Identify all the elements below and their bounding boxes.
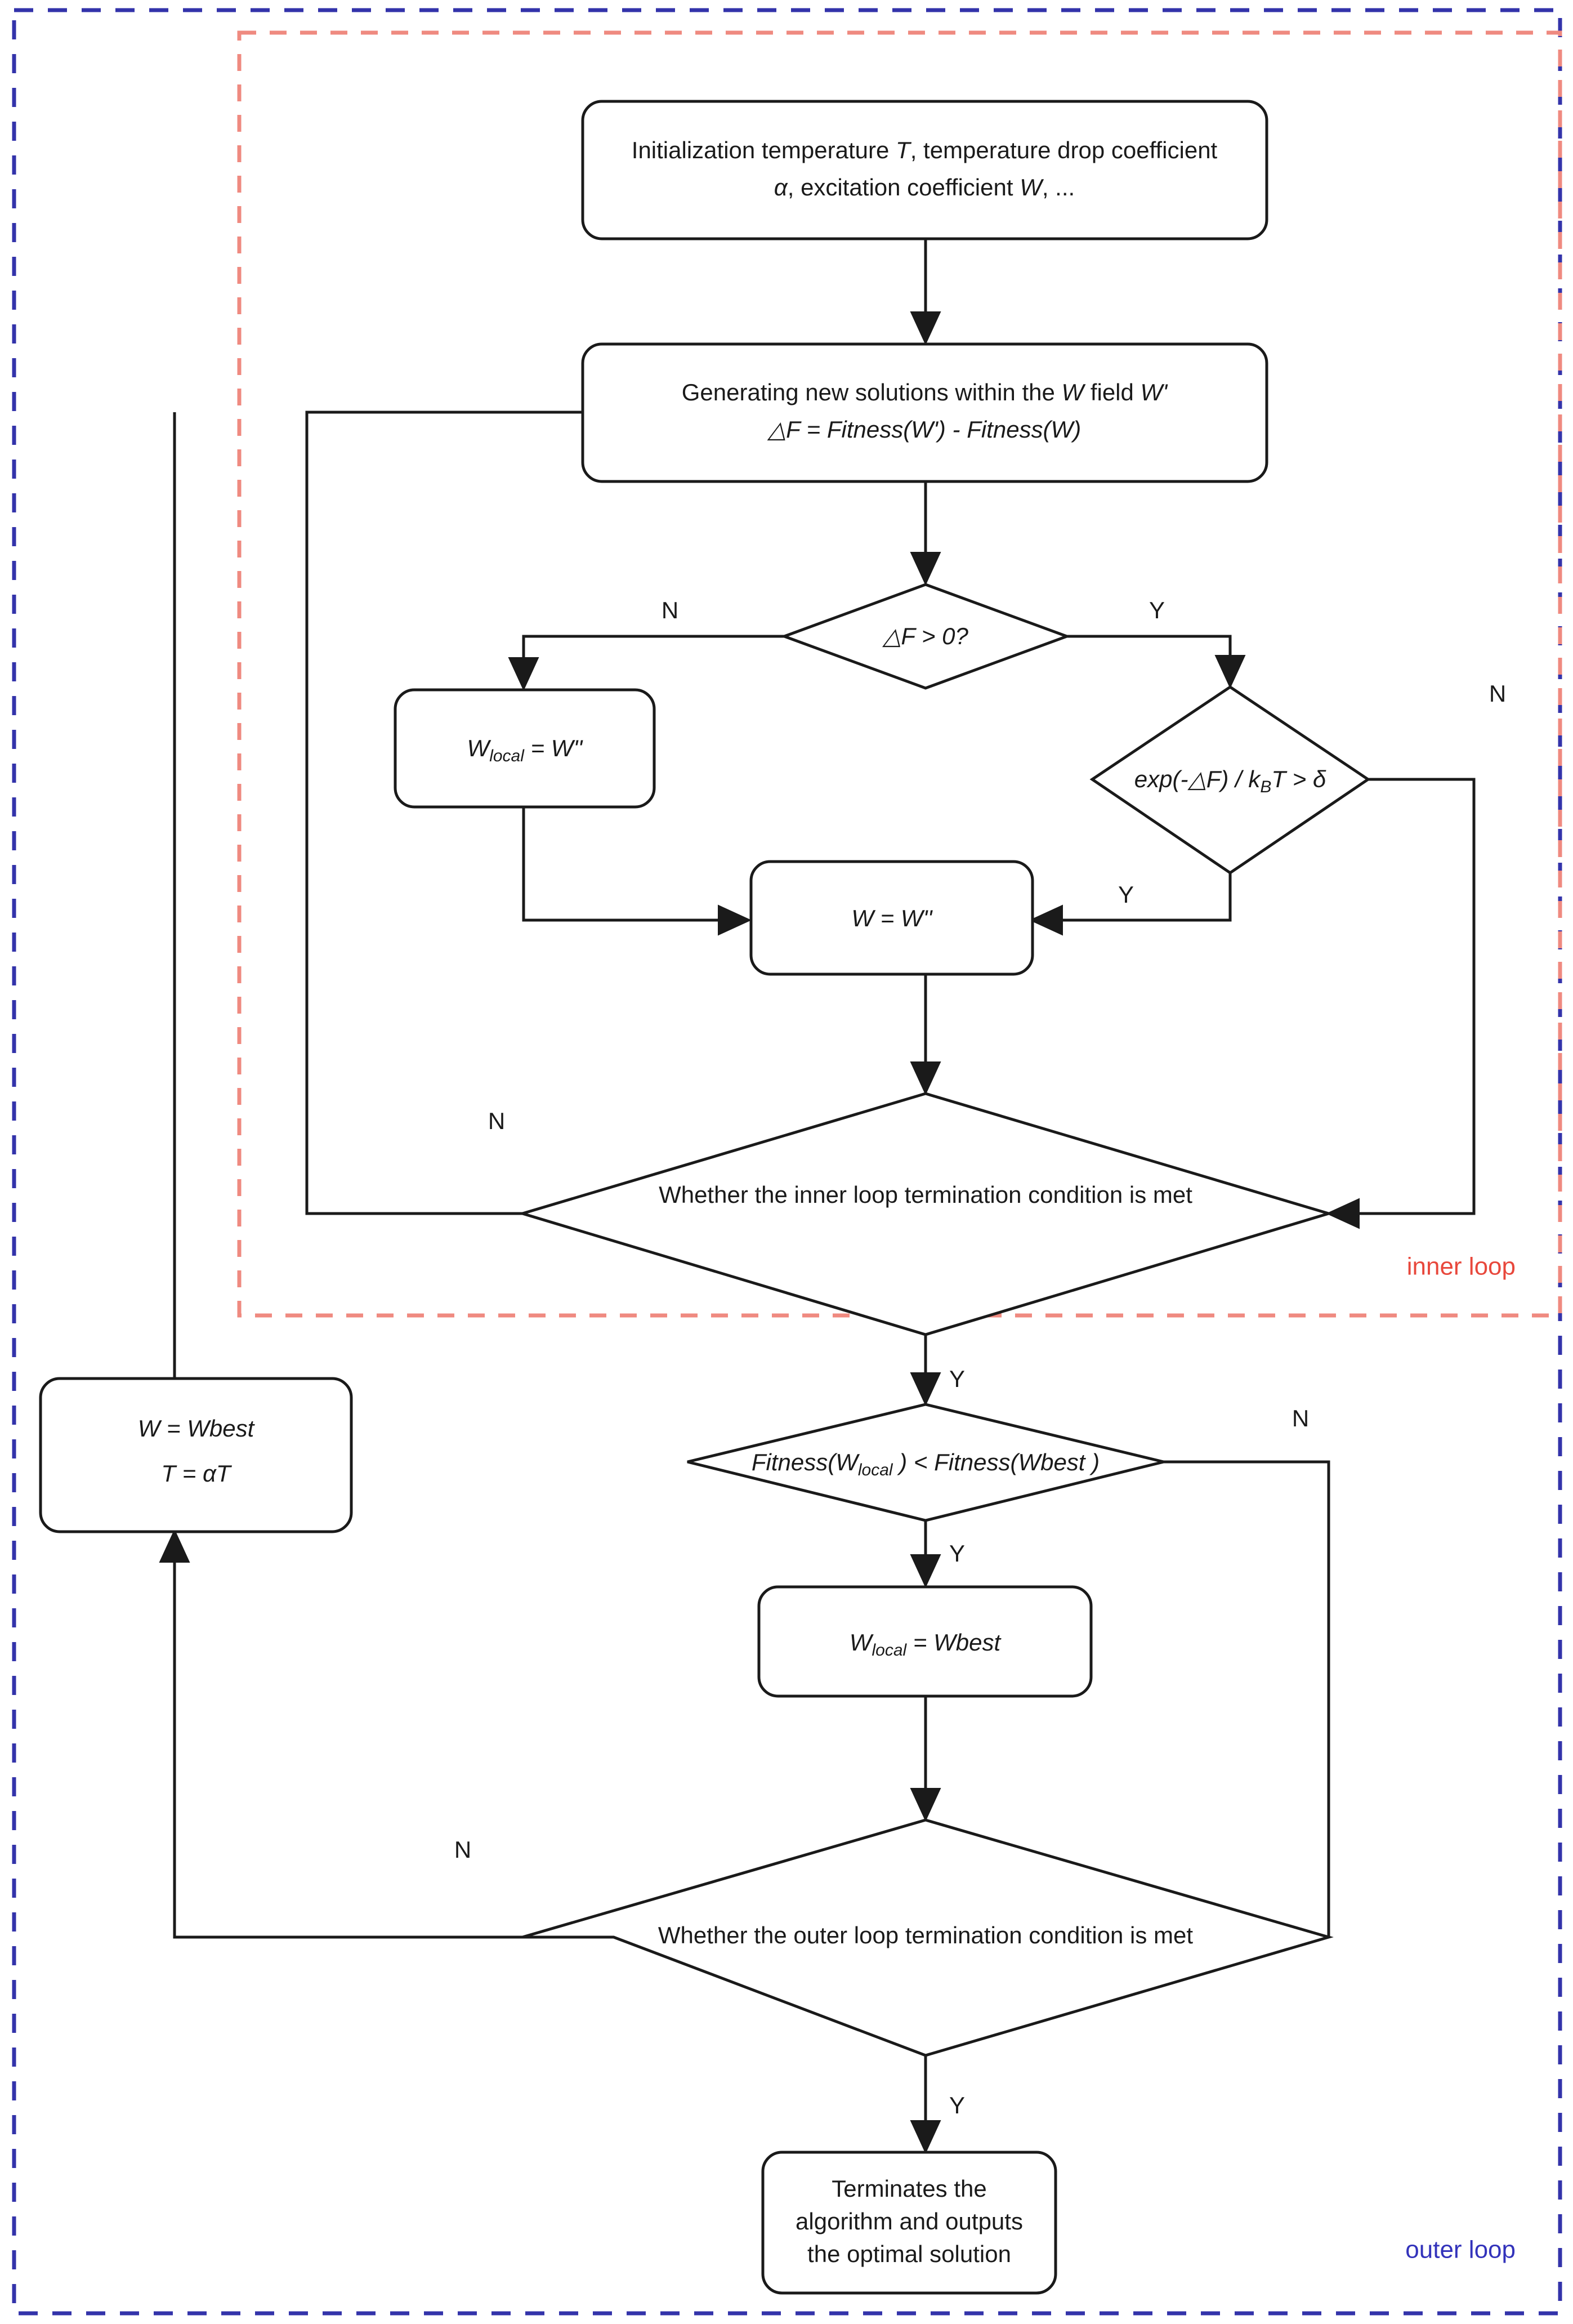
- svg-text:W = W'': W = W'': [851, 905, 933, 931]
- svg-text:△F = Fitness(W') - Fitness(W): △F = Fitness(W') - Fitness(W): [767, 416, 1081, 443]
- edge-label-df-yes: Y: [1149, 597, 1165, 623]
- edge-fitness-no-to-outerterm: [1164, 1460, 1330, 1937]
- svg-text:T = αT: T = αT: [161, 1460, 232, 1487]
- node-outer-termination[interactable]: Whether the outer loop termination condi…: [522, 1818, 1334, 2057]
- edge-outerterm-no-to-update: [159, 1529, 614, 1939]
- edge-label-fitness-no: N: [1292, 1405, 1309, 1431]
- node-wlocal-assign[interactable]: Wlocal = W'': [394, 688, 656, 809]
- edge-label-inner-no: N: [488, 1108, 505, 1134]
- edge-label-exp-no: N: [1489, 680, 1506, 707]
- inner-loop-label: inner loop: [1407, 1253, 1516, 1281]
- edge-label-exp-yes: Y: [1118, 881, 1134, 908]
- svg-text:△F > 0?: △F > 0?: [882, 623, 968, 649]
- svg-text:Generating new solutions withi: Generating new solutions within the W fi…: [682, 379, 1168, 405]
- edge-innerterm-no-to-generate: [305, 396, 799, 1215]
- svg-text:W = Wbest: W = Wbest: [138, 1415, 256, 1442]
- node-inner-termination[interactable]: Whether the inner loop termination condi…: [517, 1092, 1334, 1336]
- svg-text:the optimal solution: the optimal solution: [807, 2241, 1011, 2267]
- svg-text:Wlocal = Wbest: Wlocal = Wbest: [850, 1629, 1002, 1660]
- svg-text:algorithm and outputs: algorithm and outputs: [796, 2208, 1023, 2234]
- edge-exp-no-to-innerterm: [1326, 778, 1476, 1229]
- node-wlocal-best[interactable]: Wlocal = Wbest: [757, 1585, 1093, 1698]
- edge-label-outer-yes: Y: [949, 2092, 965, 2118]
- svg-text:exp(-△F) / kBT > δ: exp(-△F) / kBT > δ: [1134, 766, 1326, 796]
- edge-wlocal-to-wassign: [522, 806, 752, 936]
- edge-df-no-to-wlocal: [508, 635, 784, 691]
- node-fitness-compare[interactable]: Fitness(Wlocal ) < Fitness(Wbest ): [687, 1403, 1164, 1522]
- node-exp-decision[interactable]: exp(-△F) / kBT > δ: [1089, 685, 1371, 875]
- node-generate[interactable]: Generating new solutions within the W fi…: [581, 342, 1268, 483]
- svg-text:Wlocal = W'': Wlocal = W'': [467, 735, 584, 765]
- node-terminate[interactable]: Terminates the algorithm and outputs the…: [761, 2151, 1057, 2295]
- node-df-decision[interactable]: △F > 0?: [780, 583, 1071, 690]
- outer-loop-label: outer loop: [1405, 2236, 1516, 2264]
- edge-label-fitness-yes: Y: [949, 1540, 965, 1567]
- node-w-assign[interactable]: W = W'': [749, 860, 1034, 976]
- svg-text:Fitness(Wlocal ) < Fitness(Wbe: Fitness(Wlocal ) < Fitness(Wbest ): [752, 1449, 1100, 1479]
- node-update[interactable]: W = Wbest T = αT: [39, 1377, 353, 1533]
- edge-label-outer-no: N: [454, 1836, 471, 1863]
- edge-label-inner-yes: Y: [949, 1366, 965, 1392]
- svg-text:Terminates the: Terminates the: [832, 2175, 986, 2202]
- svg-text:Whether the outer loop termina: Whether the outer loop termination condi…: [658, 1922, 1193, 1948]
- edge-exp-yes-to-wassign: [1029, 873, 1232, 936]
- svg-text:α, excitation coefficient W, .: α, excitation coefficient W, ...: [774, 174, 1075, 200]
- edge-df-yes-to-exp: [1067, 635, 1246, 689]
- edge-label-df-no: N: [662, 597, 678, 623]
- svg-text:Whether the inner loop termina: Whether the inner loop termination condi…: [659, 1181, 1192, 1208]
- svg-text:Initialization temperature T,: Initialization temperature T, temperatur…: [632, 137, 1218, 163]
- node-init[interactable]: Initialization temperature T, temperatur…: [581, 100, 1268, 240]
